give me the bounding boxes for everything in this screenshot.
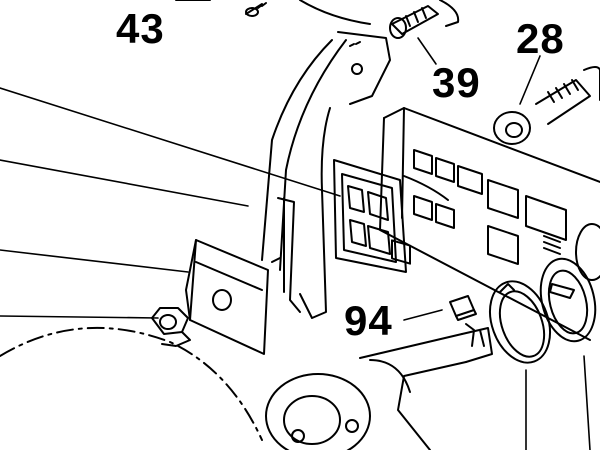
screw-39-icon <box>389 0 460 65</box>
callout-43: 43 <box>116 5 165 52</box>
circlip-ring-icon <box>489 223 600 450</box>
drive-shaft-icon <box>265 327 493 450</box>
screw-43-icon <box>175 0 267 17</box>
leader-lines-left <box>0 87 341 319</box>
wedge-plate-icon <box>185 239 281 355</box>
callout-28: 28 <box>516 15 565 62</box>
gasket-plate-icon <box>333 159 407 273</box>
callout-94: 94 <box>344 297 393 344</box>
washer-28-icon <box>493 55 600 145</box>
key-94-icon <box>403 295 477 347</box>
hex-nut-icon <box>151 307 191 347</box>
callout-39: 39 <box>432 59 481 106</box>
dashed-disc-icon <box>0 326 263 441</box>
cover-plate-icon <box>261 0 391 319</box>
spring-clip-icon <box>277 197 301 313</box>
